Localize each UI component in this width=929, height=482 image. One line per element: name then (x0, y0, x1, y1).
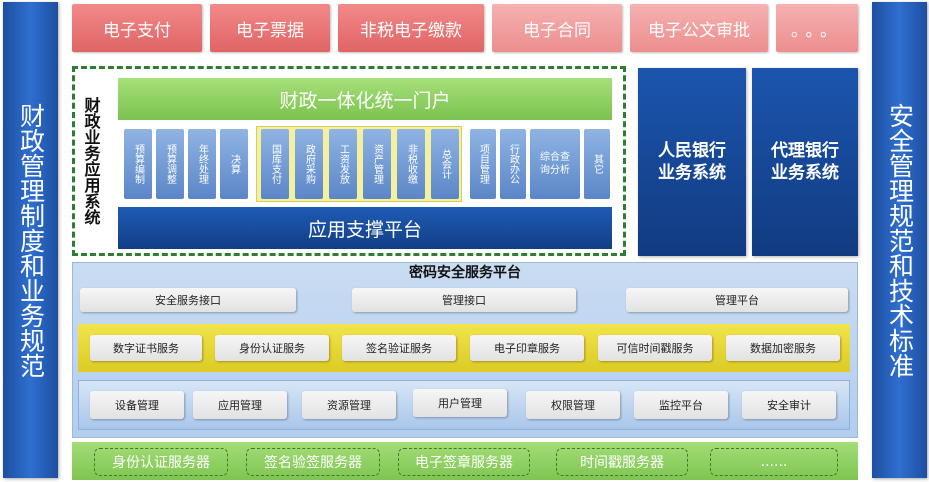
top-item-more: 。。。 (776, 4, 858, 52)
timestamp-service: 可信时间戳服务 (598, 335, 712, 361)
signature-verify-service: 签名验证服务 (342, 335, 456, 361)
top-item-e-contract: 电子合同 (492, 4, 622, 52)
module-treasury-pay: 国库支付 (261, 129, 289, 199)
top-item-nontax-payment: 非税电子缴款 (338, 4, 484, 52)
monitor-platform: 监控平台 (634, 391, 728, 419)
device-mgmt: 设备管理 (90, 391, 184, 419)
services-row (78, 324, 850, 372)
module-budget-prep: 预算编制 (124, 129, 152, 199)
identity-auth-server: 身份认证服务器 (94, 448, 228, 476)
module-admin-office: 行政办公 (500, 129, 526, 199)
management-interface: 管理接口 (352, 288, 576, 312)
app-mgmt: 应用管理 (193, 391, 287, 419)
module-general-ledger: 总会计 (431, 129, 459, 199)
identity-auth-service: 身份认证服务 (215, 335, 329, 361)
timestamp-server: 时间戳服务器 (556, 448, 688, 476)
module-query-analysis-label: 综合查询分析 (540, 152, 570, 176)
module-other: 其它 (584, 129, 610, 199)
more-servers: ...... (710, 448, 838, 476)
pbc-business-system: 人民银行 业务系统 (638, 68, 746, 256)
permission-mgmt: 权限管理 (526, 391, 620, 419)
module-nontax: 非税收缴 (397, 129, 425, 199)
digital-cert-service: 数字证书服务 (90, 335, 202, 361)
pbc-line1: 人民银行 (658, 141, 726, 161)
agent-bank-system: 代理银行 业务系统 (752, 68, 858, 256)
user-mgmt: 用户管理 (413, 389, 507, 417)
pbc-line2: 业务系统 (658, 163, 726, 183)
right-column-label: 安全管理规范和技术标准 (872, 2, 927, 478)
data-encryption-service: 数据加密服务 (726, 335, 840, 361)
app-support-platform: 应用支撑平台 (118, 207, 612, 249)
module-year-end: 年终处理 (188, 129, 216, 199)
module-project-mgmt: 项目管理 (470, 129, 496, 199)
security-service-interface: 安全服务接口 (80, 288, 296, 312)
module-budget-adjust: 预算调整 (156, 129, 184, 199)
module-group-treasury (256, 126, 462, 202)
top-item-e-bill: 电子票据 (210, 4, 330, 52)
resource-mgmt: 资源管理 (302, 391, 396, 419)
business-system-label: 财政业务应用系统 (81, 97, 101, 225)
business-system-frame (72, 66, 626, 256)
agent-bank-line1: 代理银行 (771, 141, 839, 161)
module-final-accounts: 决算 (220, 129, 248, 199)
signature-verify-server: 签名验签服务器 (246, 448, 380, 476)
agent-bank-line2: 业务系统 (771, 163, 839, 183)
e-seal-server: 电子签章服务器 (398, 448, 530, 476)
management-platform: 管理平台 (626, 288, 848, 312)
module-query-analysis: 综合查询分析 (530, 129, 580, 199)
module-assets: 资产管理 (363, 129, 391, 199)
left-column-label: 财政管理制度和业务规范 (3, 2, 58, 478)
top-item-e-payment: 电子支付 (72, 4, 202, 52)
e-seal-service: 电子印章服务 (470, 335, 584, 361)
crypto-platform-title: 密码安全服务平台 (409, 265, 521, 281)
top-item-e-document: 电子公文审批 (630, 4, 768, 52)
module-procurement: 政府采购 (295, 129, 323, 199)
security-audit: 安全审计 (742, 391, 836, 419)
unified-portal: 财政一体化统一门户 (118, 78, 612, 120)
module-payroll: 工资发放 (329, 129, 357, 199)
